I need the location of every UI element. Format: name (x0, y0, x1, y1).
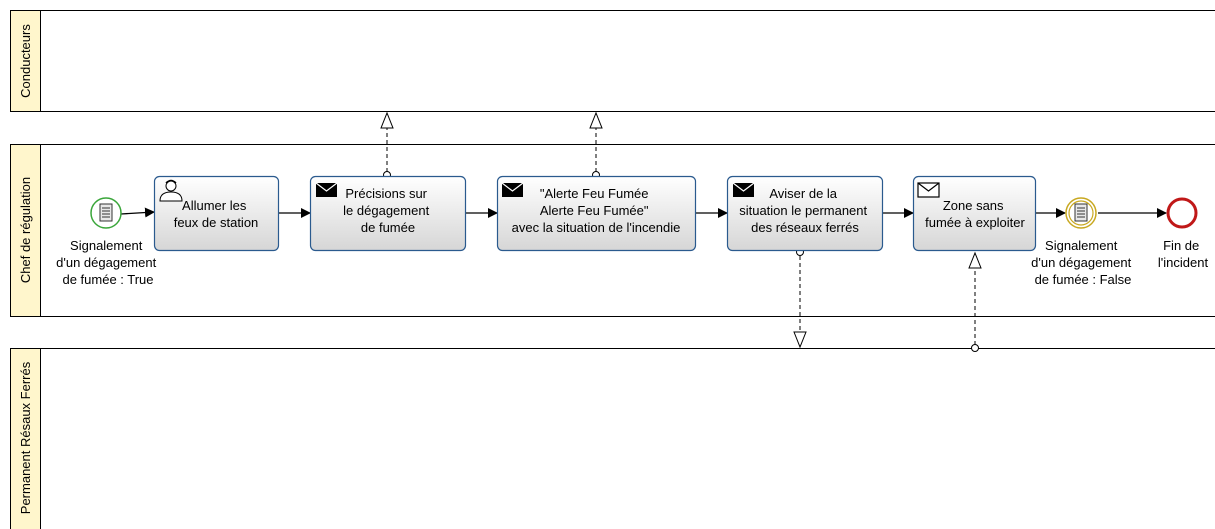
task-precisions-label: Précisions sur le dégagement de fumée (343, 186, 433, 235)
task-zone-sans-fumee[interactable]: Zone sans fumée à exploiter (912, 175, 1037, 252)
sequence-flows (120, 207, 1167, 218)
task-aviser-permanent[interactable]: Aviser de la situation le permanent des … (726, 175, 884, 252)
envelope-outline-icon (917, 182, 940, 198)
intermediate-event[interactable] (1065, 197, 1097, 229)
lane-header-chef (10, 144, 41, 317)
lane-label-conducteurs: Conducteurs (18, 24, 33, 98)
message-flow-permanent-t5[interactable] (968, 251, 982, 352)
message-flow-t2-conducteurs[interactable] (380, 111, 394, 179)
envelope-filled-icon (732, 182, 755, 197)
lane-conducteurs: Conducteurs (10, 10, 1215, 112)
user-icon (159, 179, 183, 202)
task-aviser-permanent-label: Aviser de la situation le permanent des … (739, 186, 871, 235)
task-alerte-feu-fumee[interactable]: "Alerte Feu Fumée Alerte Feu Fumée" avec… (496, 175, 697, 252)
task-allumer-feux-label: Allumer les feux de station (174, 198, 259, 230)
envelope-filled-icon (315, 182, 338, 197)
lane-header-permanent (10, 348, 41, 529)
document-list-icon (1074, 203, 1088, 222)
lane-header-conducteurs (10, 10, 41, 112)
intermediate-event-label: Signalement d'un dégagement de fumée : F… (1031, 238, 1135, 287)
task-alerte-feu-fumee-label: "Alerte Feu Fumée Alerte Feu Fumée" avec… (512, 186, 681, 235)
document-list-icon (99, 203, 113, 222)
envelope-filled-icon (501, 182, 524, 197)
start-event[interactable] (90, 197, 122, 229)
task-precisions[interactable]: Précisions sur le dégagement de fumée (309, 175, 467, 252)
lane-label-chef: Chef de régulation (18, 177, 33, 283)
start-event-label: Signalement d'un dégagement de fumée : T… (56, 238, 160, 287)
lane-permanent: Permanent Résaux Ferrés (10, 348, 1215, 529)
end-event-label: Fin de l'incident (1158, 238, 1209, 270)
end-event[interactable] (1166, 197, 1198, 229)
lane-label-permanent: Permanent Résaux Ferrés (18, 361, 33, 514)
task-allumer-feux[interactable]: Allumer les feux de station (153, 175, 280, 252)
task-zone-sans-fumee-label: Zone sans fumée à exploiter (925, 198, 1025, 230)
flow-start-to-t1[interactable] (120, 207, 155, 218)
